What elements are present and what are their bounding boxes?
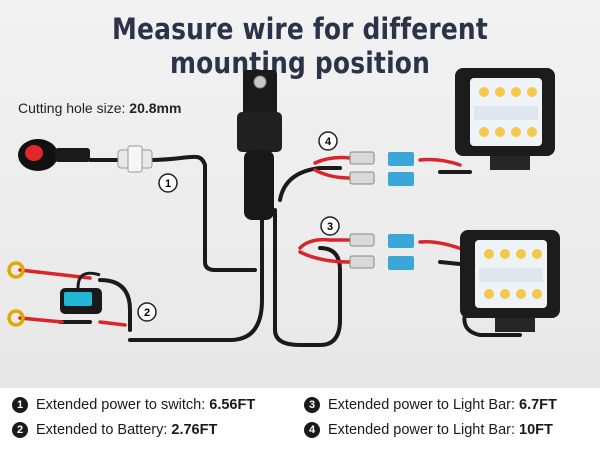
legend-num-1: 1 xyxy=(12,397,28,413)
relay xyxy=(237,70,282,220)
callout-2-label: 2 xyxy=(144,307,150,319)
legend-item-2: 2 Extended to Battery: 2.76FT xyxy=(12,422,217,438)
legend-num-2: 2 xyxy=(12,422,28,438)
rocker-switch xyxy=(18,139,90,171)
legend-num-4: 4 xyxy=(304,422,320,438)
callout-4: 4 xyxy=(318,131,338,151)
legend: 1 Extended power to switch: 6.56FT 2 Ext… xyxy=(0,388,600,450)
legend-item-1: 1 Extended power to switch: 6.56FT xyxy=(12,397,255,413)
callout-3: 3 xyxy=(320,216,340,236)
callout-4-label: 4 xyxy=(325,136,332,148)
red-wires xyxy=(18,155,472,327)
legend-value-4: 10FT xyxy=(519,422,553,438)
callout-3-label: 3 xyxy=(327,221,333,233)
harness-wires xyxy=(58,154,522,347)
callout-1-label: 1 xyxy=(165,178,171,190)
legend-num-3: 3 xyxy=(304,397,320,413)
connectors-4 xyxy=(349,151,414,186)
legend-text-2: Extended to Battery: xyxy=(36,422,168,438)
cutting-hole-label: Cutting hole size: xyxy=(18,100,126,116)
wiring-diagram: 1 2 3 4 xyxy=(7,68,560,347)
ring-terminals xyxy=(7,261,25,327)
callout-2: 2 xyxy=(137,302,157,322)
light-bar-top xyxy=(455,68,555,170)
fuse-holder xyxy=(60,271,102,314)
cutting-hole-value: 20.8mm xyxy=(129,100,182,116)
legend-text-4: Extended power to Light Bar: xyxy=(328,422,516,438)
connectors-3 xyxy=(349,233,414,270)
cutting-hole-size: Cutting hole size: 20.8mm xyxy=(18,100,181,116)
legend-value-2: 2.76FT xyxy=(171,422,218,438)
legend-text-1: Extended power to switch: xyxy=(36,397,206,413)
switch-plug xyxy=(117,145,153,173)
page-title: Measure wire for different mounting posi… xyxy=(112,12,488,80)
legend-value-3: 6.7FT xyxy=(519,397,557,413)
legend-text-3: Extended power to Light Bar: xyxy=(328,397,516,413)
light-bar-bottom xyxy=(460,230,560,332)
legend-item-4: 4 Extended power to Light Bar: 10FT xyxy=(304,422,553,438)
legend-item-3: 3 Extended power to Light Bar: 6.7FT xyxy=(304,397,557,413)
callout-1: 1 xyxy=(158,173,178,193)
legend-value-1: 6.56FT xyxy=(209,397,256,413)
